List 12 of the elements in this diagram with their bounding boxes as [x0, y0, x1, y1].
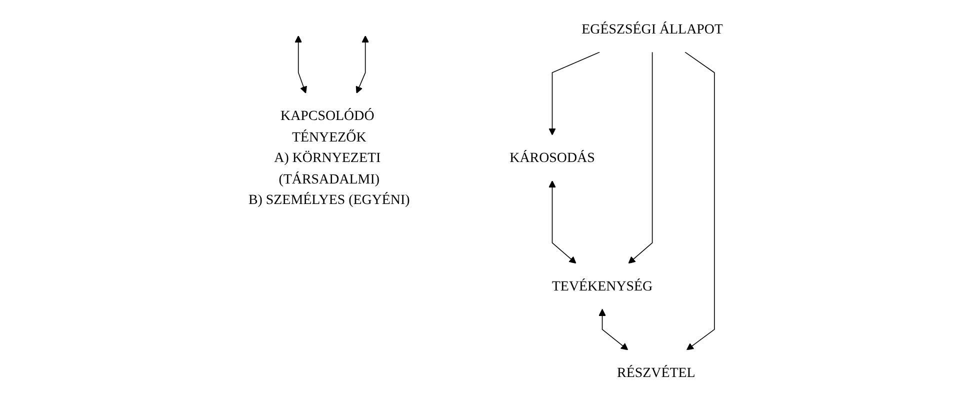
arrow [294, 35, 307, 94]
node-text: KÁROSODÁS [510, 150, 595, 166]
arrow [548, 52, 600, 136]
node-text: EGÉSZSÉGI ÁLLAPOT [582, 21, 723, 37]
node-text: RÉSZVÉTEL [616, 364, 696, 380]
node-text: KAPCSOLÓDÓ TÉNYEZŐK A) KÖRNYEZETI (TÁRSADALMI) B) SZEMÉLYES (EGYÉNI) [248, 108, 410, 208]
arrow [598, 308, 628, 350]
arrow [628, 52, 653, 264]
arrow [356, 35, 369, 94]
node-text: TEVÉKENYSÉG [552, 278, 653, 294]
arrow [684, 52, 715, 350]
arrow [548, 180, 576, 264]
